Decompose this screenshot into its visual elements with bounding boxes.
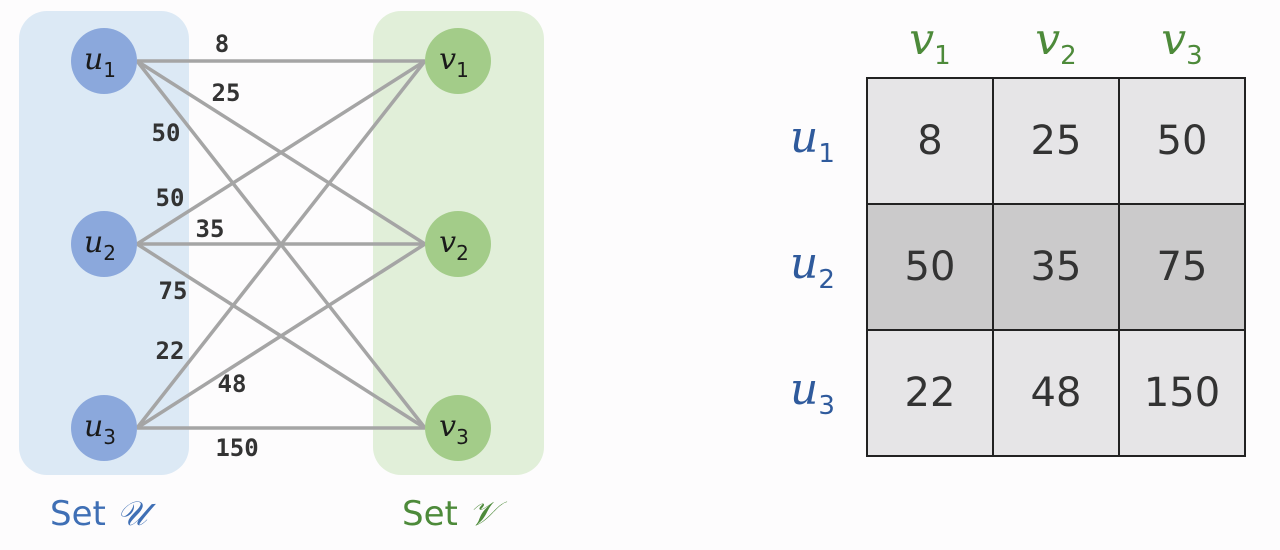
edge-weight-label: 25 [212, 79, 241, 107]
edge-u2-v1 [136, 59, 426, 246]
row-sub: 2 [818, 264, 835, 295]
edge-u3-v1 [135, 59, 427, 430]
matrix-cell: 50 [866, 203, 994, 331]
matrix-col-header-v2: v2 [993, 14, 1119, 71]
edges [135, 59, 427, 430]
nodes: u1 u2 u3 v1 v2 v3 [71, 28, 491, 461]
node-circle [71, 395, 137, 461]
col-letter: v [1035, 14, 1061, 65]
bipartite-graph: u1 u2 u3 v1 v2 v3 8 25 50 50 35 75 22 48 150 [71, 28, 491, 462]
node-circle [71, 211, 137, 277]
edge-weight-label: 22 [156, 337, 185, 365]
set-v-caption: Set 𝒱 [402, 494, 497, 534]
col-letter: v [909, 14, 935, 65]
node-circle [425, 395, 491, 461]
set-u-caption: Set 𝒰 [50, 494, 147, 534]
node-u3: u3 [71, 395, 137, 461]
node-v2: v2 [425, 211, 491, 277]
matrix-row-u3: 22 48 150 [866, 329, 1246, 457]
node-circle [71, 28, 137, 94]
row-letter: u [790, 364, 819, 415]
edge-weight-label: 35 [196, 215, 225, 243]
matrix-row-u2: 50 35 75 [866, 203, 1246, 331]
edge-weight-label: 50 [152, 119, 181, 147]
matrix-cell: 75 [1118, 203, 1246, 331]
edge-labels: 8 25 50 50 35 75 22 48 150 [152, 30, 259, 462]
set-u-caption-prefix: Set [50, 494, 106, 534]
col-sub: 3 [1186, 40, 1203, 71]
matrix-col-header-v1: v1 [867, 14, 993, 71]
edge-weight-label: 150 [215, 434, 258, 462]
edge-u3-v2 [136, 242, 426, 430]
col-sub: 2 [1060, 40, 1077, 71]
node-v3: v3 [425, 395, 491, 461]
set-v-symbol: 𝒱 [468, 494, 497, 534]
node-label: v2 [439, 225, 469, 265]
row-letter: u [790, 112, 819, 163]
node-u2: u2 [71, 211, 137, 277]
node-v1: v1 [425, 28, 491, 94]
col-sub: 1 [934, 40, 951, 71]
edge-weight-label: 50 [156, 184, 185, 212]
matrix-row-header-u1: u1 [790, 112, 860, 169]
node-circle [425, 28, 491, 94]
matrix-cell: 150 [1118, 329, 1246, 457]
matrix-cell: 8 [866, 77, 994, 205]
matrix-cell: 22 [866, 329, 994, 457]
matrix-cell: 25 [992, 77, 1120, 205]
set-u-symbol: 𝒰 [116, 494, 148, 534]
edge-weight-label: 48 [218, 370, 247, 398]
col-letter: v [1161, 14, 1187, 65]
node-u1: u1 [71, 28, 137, 94]
matrix-row-header-u2: u2 [790, 238, 860, 295]
matrix-col-header-v3: v3 [1119, 14, 1245, 71]
edge-weight-label: 8 [215, 30, 229, 58]
matrix-row-u1: 8 25 50 [866, 77, 1246, 205]
edge-weight-label: 75 [159, 277, 188, 305]
node-circle [425, 211, 491, 277]
matrix-cell: 35 [992, 203, 1120, 331]
row-sub: 3 [818, 390, 835, 421]
row-letter: u [790, 238, 819, 289]
row-sub: 1 [818, 138, 835, 169]
matrix-cell: 50 [1118, 77, 1246, 205]
matrix-row-header-u3: u3 [790, 364, 860, 421]
set-v-caption-prefix: Set [402, 494, 458, 534]
matrix-cell: 48 [992, 329, 1120, 457]
cost-matrix: 8 25 50 50 35 75 22 48 150 [866, 77, 1246, 457]
